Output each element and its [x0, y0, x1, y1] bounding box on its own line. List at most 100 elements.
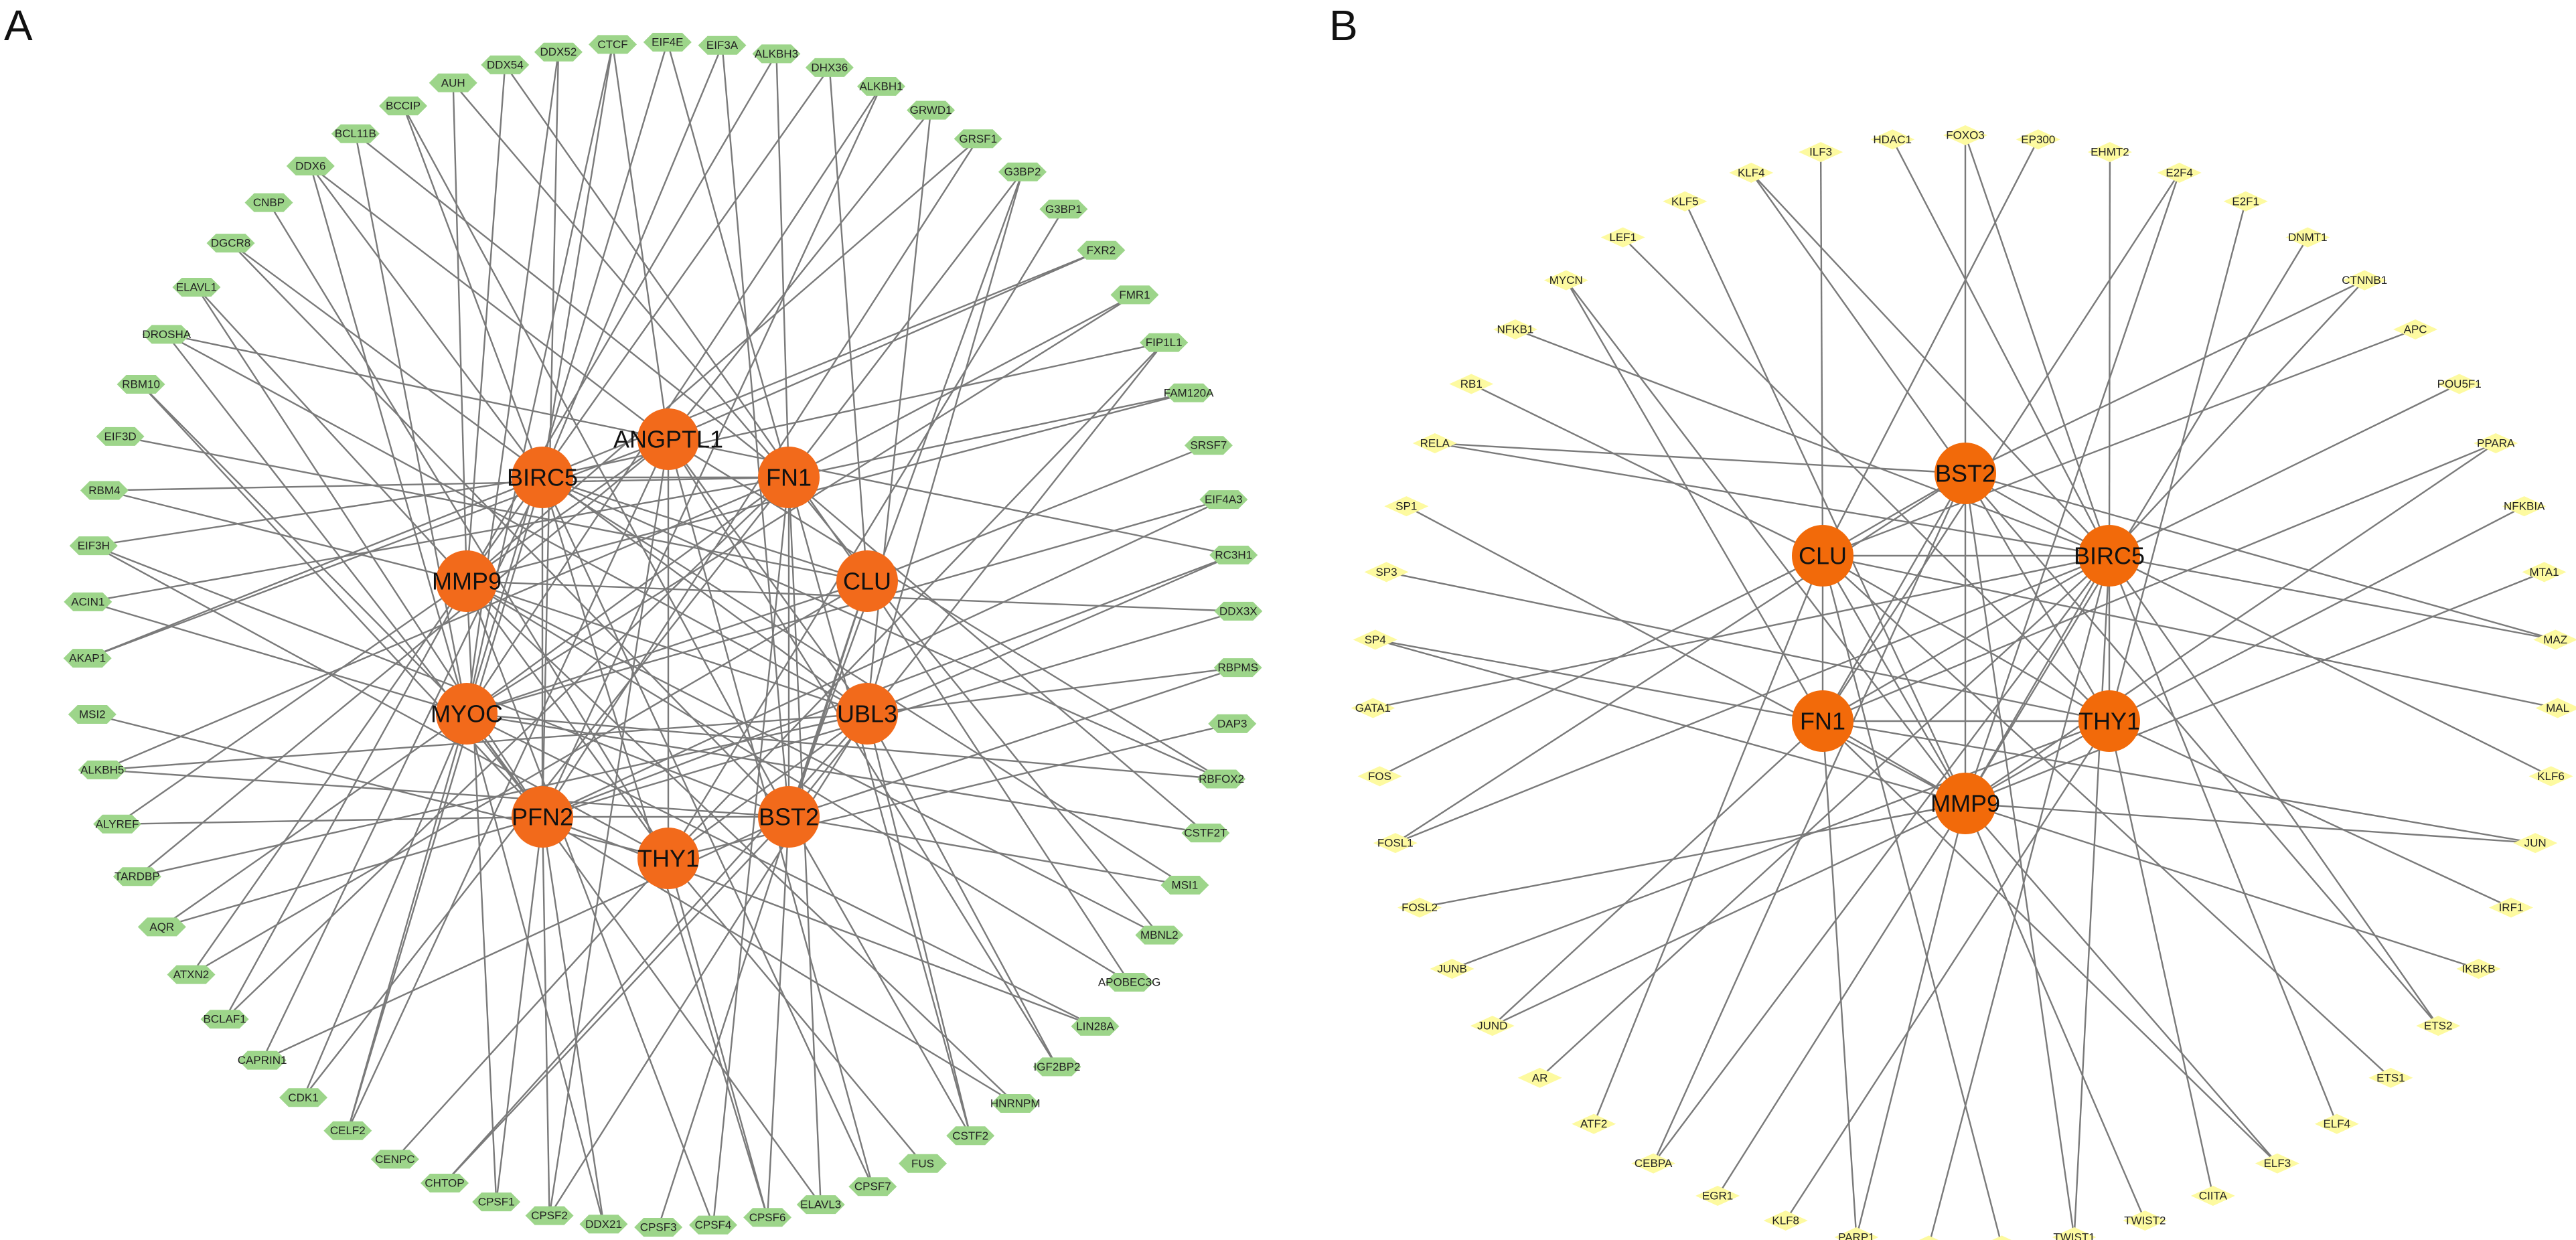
edge-rbm10-myoc	[140, 384, 467, 714]
edge-mbnl2-fn1	[788, 477, 1160, 936]
hub-node: CLU	[836, 550, 898, 612]
leaf-node: SRSF7	[1184, 436, 1233, 455]
leaf-node-shape	[1870, 129, 1915, 150]
leaf-node-shape	[998, 162, 1047, 181]
hub-node-circle	[836, 550, 898, 612]
leaf-node-shape	[2393, 319, 2438, 339]
leaf-label: AUH	[441, 76, 465, 89]
leaf-label: CTCF	[597, 38, 627, 51]
leaf-label: DHX36	[811, 61, 848, 74]
leaf-label: MYCN	[1549, 274, 1583, 287]
leaf-node-shape	[64, 592, 112, 611]
edge-aqr-pfn2	[161, 816, 543, 928]
edge-nfkbia-thy1	[2109, 506, 2525, 722]
hub-node-circle	[1935, 773, 1996, 834]
leaf-node-shape	[1071, 1016, 1120, 1036]
leaf-label: SP3	[1375, 566, 1397, 578]
leaf-node-shape	[2456, 959, 2501, 979]
leaf-node-shape	[1834, 1227, 1879, 1240]
leaf-node: NFKB1	[1493, 319, 1537, 339]
leaf-node-shape	[331, 124, 380, 143]
leaf-node: ELAVL3	[796, 1195, 845, 1215]
leaf-label: FOS	[1368, 770, 1391, 783]
edge-grwd1-ubl3	[866, 110, 932, 714]
edge-eif3h-bst2	[93, 544, 789, 818]
leaf-node: CIITA	[2190, 1186, 2235, 1207]
leaf-label: ATF2	[1580, 1117, 1607, 1130]
leaf-node-shape	[1729, 163, 1774, 183]
hub-label: THY1	[2078, 708, 2140, 735]
leaf-label: SRSF7	[1191, 439, 1227, 452]
edge-celf2-angptl1	[347, 439, 670, 1132]
edge-twist2-mmp9	[1964, 803, 2146, 1221]
hub-node-circle	[836, 683, 898, 745]
leaf-label: KLF4	[1738, 167, 1765, 179]
edge-tardbp-ubl3	[137, 712, 868, 878]
leaf-node: MBNL2	[1135, 925, 1184, 945]
leaf-node-shape	[1384, 496, 1429, 517]
leaf-node: TWIST1	[2052, 1227, 2097, 1240]
leaf-node: AQR	[137, 917, 186, 937]
leaf-label: EP300	[2021, 133, 2055, 146]
leaf-node: KLF4	[1729, 163, 1774, 183]
leaf-label: FOXO3	[1946, 129, 1985, 142]
leaf-label: RBM4	[88, 484, 120, 497]
leaf-label: JUNB	[1437, 963, 1466, 976]
edge-msi1-bst2	[788, 816, 1185, 886]
leaf-label: SNAI1	[1912, 1239, 1945, 1240]
leaf-node-shape	[579, 1215, 628, 1234]
leaf-node: APC	[2393, 319, 2438, 339]
leaf-label: EGR1	[1702, 1190, 1733, 1203]
leaf-label: CPSF4	[695, 1219, 732, 1231]
leaf-node: SNAI1	[1912, 1235, 1945, 1240]
leaf-label: CDK1	[288, 1091, 318, 1104]
leaf-label: NFKB1	[1497, 323, 1534, 336]
edge-maz-birc5	[2109, 554, 2556, 641]
leaf-node: EIF3A	[698, 35, 747, 55]
leaf-label: CPSF3	[640, 1221, 677, 1234]
leaf-label: ETS1	[2376, 1071, 2405, 1084]
leaf-node: AUH	[429, 73, 477, 92]
leaf-node-shape	[1430, 959, 1474, 979]
leaf-node-shape	[2533, 629, 2576, 650]
leaf-label: GRWD1	[910, 104, 952, 117]
hub-node: FN1	[758, 447, 820, 508]
leaf-node-shape	[2123, 1210, 2168, 1231]
leaf-node-shape	[1164, 383, 1213, 402]
leaf-node: DDX21	[579, 1215, 628, 1234]
leaf-label: GRSF1	[959, 133, 997, 145]
edge-mycn-mmp9	[1565, 279, 1966, 804]
leaf-label: ALYREF	[96, 818, 139, 830]
leaf-node-shape	[525, 1206, 574, 1225]
leaf-label: SOX17	[1983, 1239, 2020, 1240]
hub-node-circle	[1792, 525, 1853, 587]
leaf-label: BCL11B	[335, 127, 376, 140]
leaf-node: JUNB	[1430, 959, 1474, 979]
hub-node-circle	[512, 786, 573, 848]
edge-e2f4-fn1	[1821, 172, 2180, 722]
leaf-node: ELF4	[2314, 1113, 2359, 1134]
leaf-node: RBM10	[117, 374, 165, 394]
leaf-node-shape	[68, 704, 117, 724]
leaf-label: MSI1	[1172, 879, 1199, 892]
leaf-label: KLF8	[1772, 1214, 1799, 1227]
edge-mbnl2-mmp9	[466, 580, 1160, 936]
edge-snai1-birc5	[1929, 555, 2111, 1240]
edge-clu-bst2	[787, 580, 868, 818]
leaf-node: FOXO3	[1943, 125, 1987, 145]
leaf-label: EIF3D	[104, 430, 137, 443]
leaf-node: GRWD1	[907, 100, 956, 120]
hub-label: FN1	[1800, 708, 1845, 735]
edge-ddx54-mmp9	[465, 64, 506, 582]
leaf-node: EGR1	[1695, 1186, 1740, 1207]
edge-lin28a-myoc	[466, 712, 1096, 1027]
leaf-node-shape	[1033, 1057, 1081, 1077]
edge-jund-mmp9	[1492, 802, 1966, 1027]
edge-mal-clu	[1822, 554, 2558, 709]
leaf-label: EIF4E	[652, 36, 683, 49]
leaf-label: CSTF2T	[1184, 827, 1227, 840]
hub-node-circle	[758, 447, 820, 508]
edge-eif3a-birc5	[541, 45, 723, 478]
